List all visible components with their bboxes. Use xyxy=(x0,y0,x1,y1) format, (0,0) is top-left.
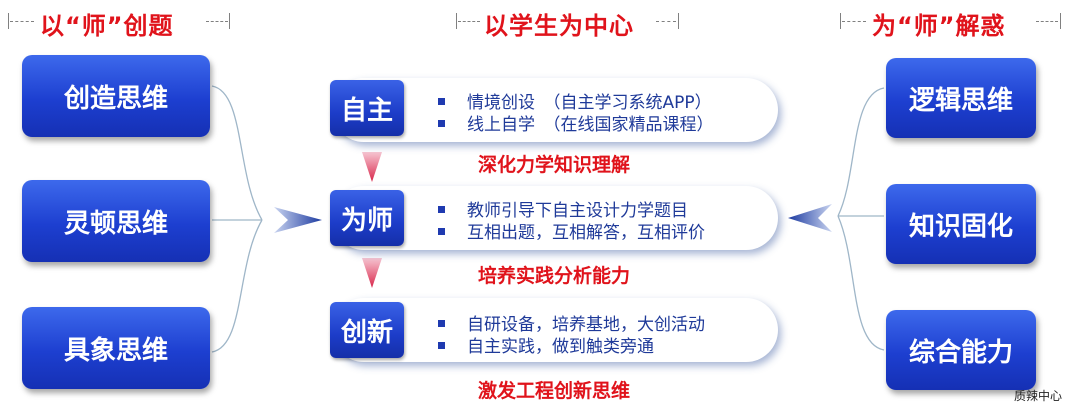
right-connector-top xyxy=(837,87,885,217)
header-left-dash-b xyxy=(206,21,228,22)
left-arrow-icon xyxy=(274,207,322,233)
bullet-text: 自研设备，培养基地，大创活动 xyxy=(467,315,705,335)
bullet-text: 自主实践，做到触类旁通 xyxy=(467,337,654,357)
stage-pill-1 xyxy=(332,78,778,142)
left-item-insight-thinking: 灵顿思维 xyxy=(22,180,210,262)
header-left: 以“师”创题 xyxy=(40,12,174,40)
right-connector-bottom xyxy=(837,215,885,351)
stage-3-result: 激发工程创新思维 xyxy=(478,380,631,402)
right-item-comprehensive-ability: 综合能力 xyxy=(886,310,1036,390)
stage-tag-3: 创新 xyxy=(330,302,404,358)
bullet-square-icon xyxy=(438,319,445,327)
right-arrow-icon xyxy=(788,204,832,232)
stage-1-bullet-2: 线上自学 （在线国家精品课程） xyxy=(438,110,714,135)
header-center-dash-b xyxy=(656,21,676,22)
stage-3-bullet-1: 自研设备，培养基地，大创活动 xyxy=(438,310,705,335)
bullet-text: 情境创设 （自主学习系统APP） xyxy=(467,93,712,113)
bullet-text: 线上自学 （在线国家精品课程） xyxy=(467,115,714,135)
stage-2-result: 培养实践分析能力 xyxy=(478,265,631,287)
stage-pill-2 xyxy=(332,186,778,250)
stage-1-bullet-1: 情境创设 （自主学习系统APP） xyxy=(438,88,712,113)
header-left-dash-a xyxy=(10,21,34,22)
header-center-dash-a xyxy=(458,21,480,22)
header-left-tick xyxy=(8,13,9,29)
stage-1-result: 深化力学知识理解 xyxy=(478,154,631,176)
header-right-dash-b xyxy=(1036,21,1058,22)
left-item-concrete-thinking: 具象思维 xyxy=(22,307,210,389)
bullet-square-icon xyxy=(438,227,445,235)
stage-2-bullet-2: 互相出题，互相解答，互相评价 xyxy=(438,218,705,243)
right-item-knowledge-consolidation: 知识固化 xyxy=(886,184,1036,264)
header-center-tick xyxy=(456,13,457,29)
down-arrow-icon-2 xyxy=(362,258,382,288)
stage-2-bullet-1: 教师引导下自主设计力学题目 xyxy=(438,196,688,221)
left-connector-top xyxy=(211,85,263,221)
header-left-tick-b xyxy=(229,13,230,29)
header-center: 以学生为中心 xyxy=(484,12,634,40)
stage-3-bullet-2: 自主实践，做到触类旁通 xyxy=(438,332,654,357)
header-right: 为“师”解惑 xyxy=(872,12,1006,40)
stage-tag-2: 为师 xyxy=(330,190,404,246)
bullet-text: 互相出题，互相解答，互相评价 xyxy=(467,223,705,243)
left-item-creative-thinking: 创造思维 xyxy=(22,55,210,137)
right-item-logical-thinking: 逻辑思维 xyxy=(886,58,1036,138)
down-arrow-icon-1 xyxy=(362,152,382,182)
stage-tag-1: 自主 xyxy=(330,80,404,136)
bullet-text: 教师引导下自主设计力学题目 xyxy=(467,201,688,221)
bullet-square-icon xyxy=(438,341,445,349)
header-right-tick xyxy=(840,13,841,29)
left-connector-bottom xyxy=(211,219,263,353)
bullet-square-icon xyxy=(438,119,445,127)
bullet-square-icon xyxy=(438,97,445,105)
stage-pill-3 xyxy=(332,298,778,362)
footer-label: 质辣中心 xyxy=(1013,389,1062,403)
header-center-tick-b xyxy=(678,13,679,29)
header-right-dash-a xyxy=(842,21,866,22)
header-right-tick-b xyxy=(1060,13,1061,29)
bullet-square-icon xyxy=(438,205,445,213)
